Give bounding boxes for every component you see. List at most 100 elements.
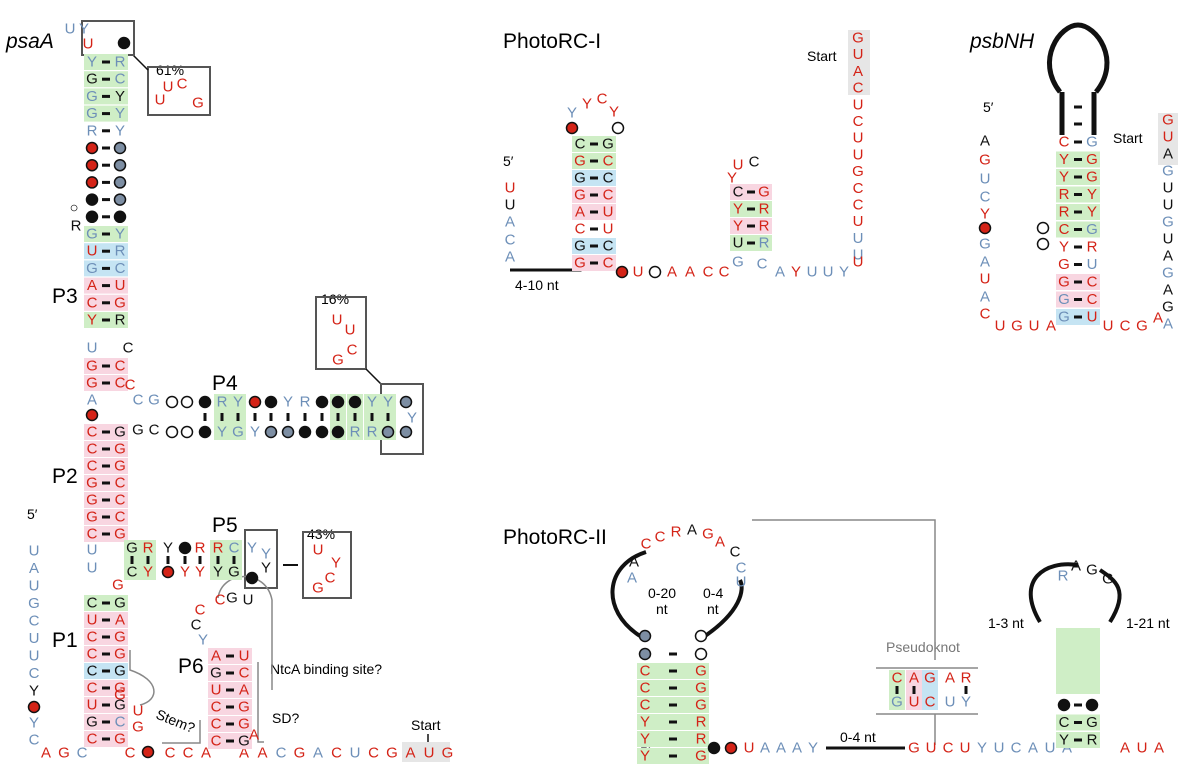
nucleotide: C [87, 646, 98, 663]
nucleotide: Y [977, 740, 987, 757]
nucleotide: A [211, 648, 221, 665]
title-psaA: psaA [5, 30, 54, 53]
nucleotide: A [1163, 146, 1173, 163]
title-photoRC1: PhotoRC-I [503, 30, 601, 53]
nucleotide: A [980, 133, 990, 150]
basepair-bond [102, 266, 110, 270]
nucleotide: C [736, 560, 747, 577]
nucleotide: Y [367, 394, 377, 411]
nucleotide: G [148, 392, 160, 409]
nucleotide: R [759, 218, 770, 235]
nucleotide: C [505, 232, 516, 249]
nucleotide: C [980, 189, 991, 206]
basepair-bond [216, 556, 220, 564]
nucleotide: C [87, 663, 98, 680]
nucleotide-circle [85, 176, 99, 189]
nucleotide: G [574, 170, 586, 187]
stem-q: Stem? [154, 706, 198, 736]
nucleotide: C [87, 441, 98, 458]
nucleotide: G [908, 740, 920, 757]
nucleotide: G [574, 187, 586, 204]
nucleotide: R [115, 54, 126, 71]
nucleotide: C [115, 71, 126, 88]
nucleotide: C [115, 714, 126, 731]
basepair-bond [1074, 280, 1082, 284]
nucleotide: R [87, 122, 98, 139]
basepair-bond [747, 224, 755, 228]
basepair-bond [226, 654, 234, 658]
nucleotide: U [505, 197, 516, 214]
nucleotide: Y [727, 170, 737, 187]
basepair-bond [102, 381, 110, 385]
basepair-bond [747, 190, 755, 194]
basepair-bond [102, 301, 110, 305]
nucleotide: U [995, 318, 1006, 335]
nucleotide: U [163, 79, 174, 96]
nucleotide: A [667, 264, 677, 281]
nucleotide: G [114, 697, 126, 714]
nucleotide: C [1011, 740, 1022, 757]
nucleotide: C [87, 458, 98, 475]
nucleotide: A [945, 670, 955, 687]
basepair-bond [1074, 105, 1082, 109]
basepair-bond [590, 210, 598, 214]
nucleotide: G [114, 424, 126, 441]
nucleotide: G [114, 687, 126, 704]
nucleotide: A [760, 740, 770, 757]
nucleotide: C [183, 745, 194, 762]
label-P6: P6 [178, 655, 204, 678]
nucleotide: G [86, 475, 98, 492]
nucleotide: C [641, 536, 652, 553]
nucleotide: R [195, 540, 206, 557]
nucleotide: C [239, 665, 250, 682]
start-rc1: Start [807, 48, 837, 64]
nucleotide: C [115, 260, 126, 277]
nucleotide: U [1163, 180, 1174, 197]
nucleotide: A [239, 682, 249, 699]
basepair-bond [198, 556, 202, 564]
nucleotide: G [192, 95, 204, 112]
nucleotide: U [853, 146, 864, 163]
nucleotide: G [86, 105, 98, 122]
basepair-bond [102, 618, 110, 622]
nucleotide-circle [978, 221, 992, 235]
nucleotide: U [505, 180, 516, 197]
nucleotide: A [405, 745, 415, 762]
nucleotide: G [114, 663, 126, 680]
nucleotide: Y [163, 540, 173, 557]
nucleotide: G [132, 422, 144, 439]
nucleotide: G [979, 152, 991, 169]
nucleotide: C [229, 540, 240, 557]
nucleotide: R [217, 394, 228, 411]
nucleotide-circle [113, 141, 127, 155]
nucleotide: Y [261, 546, 271, 563]
nucleotide: G [114, 646, 126, 663]
stem-curve [129, 650, 155, 706]
nucleotide: C [603, 238, 614, 255]
nucleotide-circle [180, 395, 194, 409]
basepair-bond [1074, 193, 1082, 196]
nucleotide: A [1163, 282, 1173, 299]
nucleotide-circle [161, 565, 175, 579]
nt-1-21: 1-21 nt [1126, 615, 1170, 631]
basepair-bond [102, 284, 110, 288]
basepair-bond [226, 671, 234, 675]
nucleotide: R [213, 540, 224, 557]
nucleotide-circle [113, 158, 127, 172]
basepair-bond [669, 669, 677, 673]
nucleotide: C [1120, 318, 1131, 335]
basepair-bond [590, 142, 598, 146]
nucleotide: U [87, 560, 98, 577]
nucleotide: G [86, 226, 98, 243]
nucleotide: G [1086, 714, 1098, 731]
nucleotide: G [58, 745, 70, 762]
ntca-site: NtcA binding site? [270, 661, 382, 677]
nucleotide: Y [143, 564, 153, 581]
nucleotide: G [758, 184, 770, 201]
nucleotide: A [115, 612, 125, 629]
nucleotide: Y [582, 96, 592, 113]
nucleotide: U [853, 247, 864, 264]
nucleotide: U [736, 574, 747, 591]
basepair-bond [226, 722, 234, 726]
basepair-bond [1074, 175, 1082, 179]
